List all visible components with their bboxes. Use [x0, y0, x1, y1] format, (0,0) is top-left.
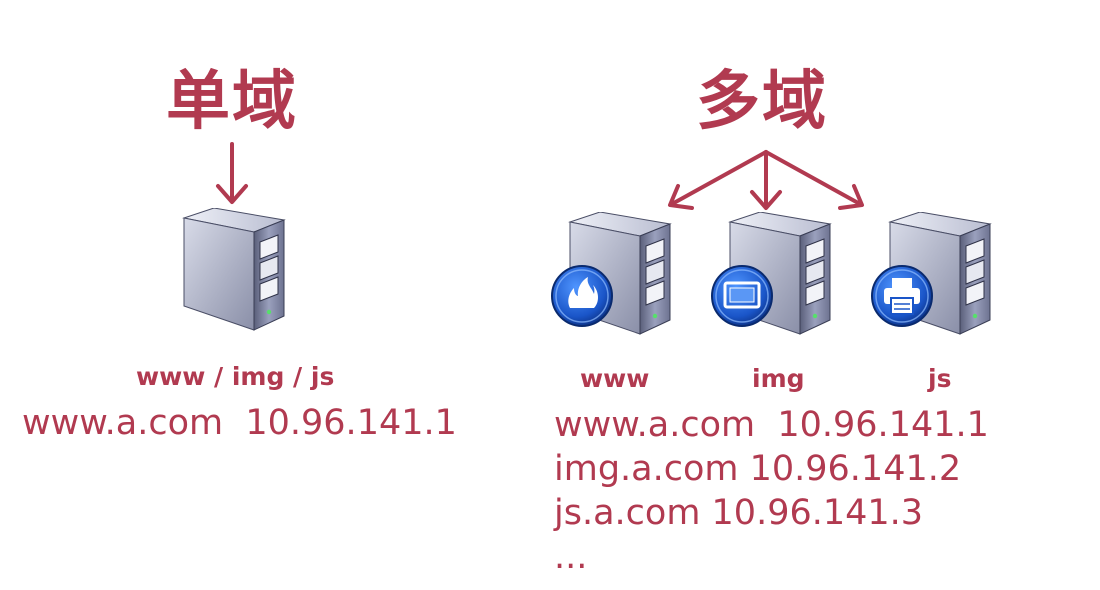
single-arrow-down	[216, 142, 248, 204]
single-server-icon	[183, 208, 285, 331]
multi-mapping-img: img.a.com 10.96.141.2	[554, 449, 962, 489]
multi-arrows	[668, 150, 864, 210]
js-server-label: js	[928, 364, 952, 393]
single-mapping: www.a.com 10.96.141.1	[22, 403, 457, 443]
multi-mapping-js: js.a.com 10.96.141.3	[554, 493, 924, 533]
multi-mapping-ellipsis: ...	[554, 537, 588, 577]
img-server-label: img	[752, 364, 805, 393]
multi-domain-title: 多域	[696, 65, 828, 139]
monitor-icon	[711, 265, 773, 327]
www-server-label: www	[580, 364, 650, 393]
single-domain-title: 单域	[166, 65, 298, 139]
single-server-label: www / img / js	[136, 362, 335, 391]
printer-icon	[871, 265, 933, 327]
multi-mapping-www: www.a.com 10.96.141.1	[554, 405, 989, 445]
fire-icon	[551, 265, 613, 327]
